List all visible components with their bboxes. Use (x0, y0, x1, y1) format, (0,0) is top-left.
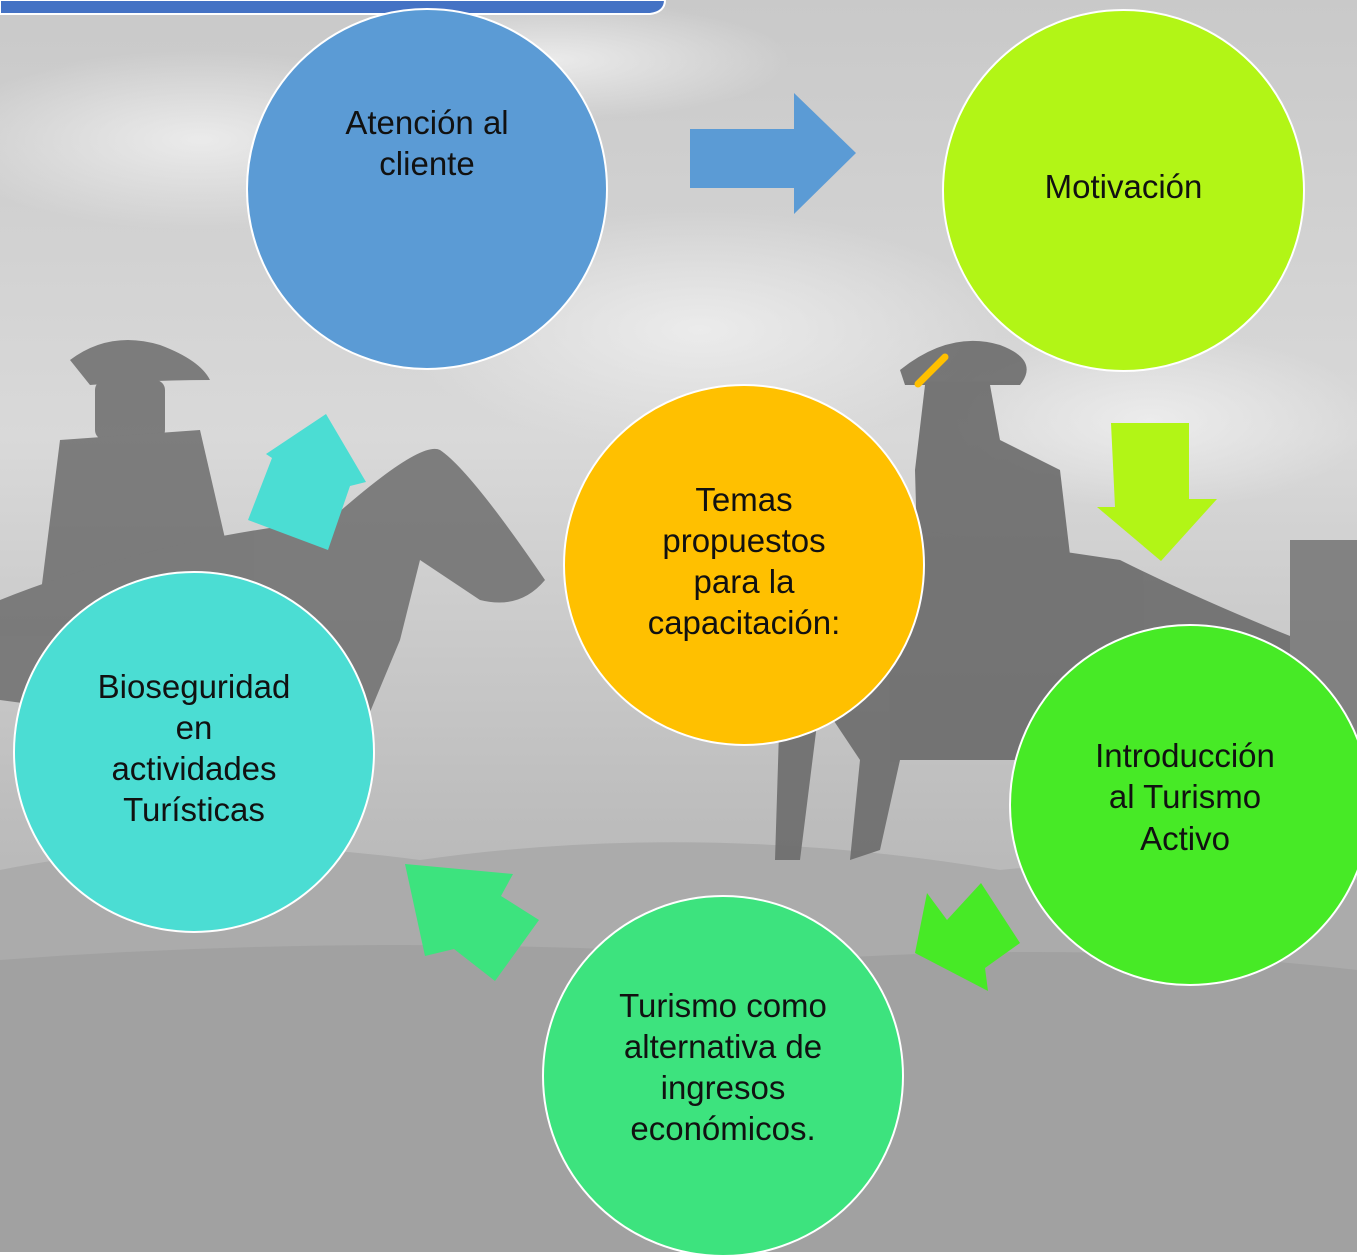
header-bar (0, 0, 667, 15)
arrow-down-icon (1097, 423, 1217, 561)
node-bioseguridad: Bioseguridad en actividades Turísticas (13, 571, 375, 933)
arrow-left-icon (405, 864, 539, 981)
arrow-up-icon (248, 414, 366, 550)
node-atencion-al-cliente: Atención al cliente (246, 8, 608, 370)
node-turismo-alternativa-ingresos: Turismo como alternativa de ingresos eco… (542, 895, 904, 1257)
node-label: Turismo como alternativa de ingresos eco… (619, 986, 827, 1148)
node-label: Bioseguridad en actividades Turísticas (97, 667, 291, 829)
arrow-down-left-icon (915, 883, 1020, 991)
node-motivacion: Motivación (942, 9, 1305, 372)
node-label: Introducción al Turismo Activo (1095, 737, 1275, 857)
node-center-temas-propuestos: Temas propuestos para la capacitación: (563, 384, 925, 746)
arrow-right-icon (690, 93, 856, 214)
center-tick (914, 353, 949, 388)
node-label: Atención al cliente (345, 103, 509, 182)
center-label: Temas propuestos para la capacitación: (647, 480, 841, 642)
node-introduccion-turismo-activo: Introducción al Turismo Activo (1009, 624, 1357, 986)
node-label: Motivación (1044, 167, 1203, 205)
